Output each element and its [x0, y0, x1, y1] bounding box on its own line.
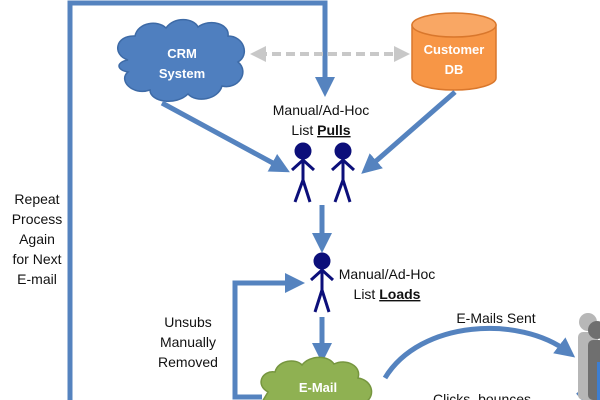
crm-label-line1: CRM: [167, 46, 197, 61]
svg-text:Process: Process: [12, 211, 63, 227]
pulls-label-line1: Manual/Ad-Hoc: [273, 102, 370, 118]
svg-text:E-mail: E-mail: [17, 271, 57, 287]
unsubs-feedback-arrow: [232, 273, 305, 400]
person-icon: [309, 252, 335, 313]
loads-label-line2: List Loads: [354, 286, 421, 302]
audience-group-icon: [578, 313, 600, 400]
emails-sent-label: E-Mails Sent: [456, 310, 535, 326]
db-label-line1: Customer: [424, 42, 485, 57]
svg-text:Repeat: Repeat: [14, 191, 59, 207]
svg-text:for Next: for Next: [12, 251, 61, 267]
svg-text:Removed: Removed: [158, 354, 218, 370]
db-label-line2: DB: [445, 62, 464, 77]
loads-label-line1: Manual/Ad-Hoc: [339, 266, 436, 282]
customer-db-cylinder: Customer DB: [411, 12, 497, 91]
svg-text:Unsubs: Unsubs: [164, 314, 211, 330]
repeat-process-label: Repeat Process Again for Next E-mail: [12, 191, 63, 287]
unsubs-label: Unsubs Manually Removed: [158, 314, 218, 370]
clicks-bounces-label: Clicks, bounces: [433, 391, 531, 400]
svg-text:Again: Again: [19, 231, 55, 247]
svg-text:Manually: Manually: [160, 334, 216, 350]
crm-cloud: CRM System: [117, 18, 246, 102]
email-label: E-Mail: [299, 380, 337, 395]
person-icon: [290, 142, 316, 203]
person-icon: [330, 142, 356, 203]
emails-sent-arrow: [382, 325, 576, 380]
pulls-label-line2: List Pulls: [291, 122, 350, 138]
crm-label-line2: System: [159, 66, 205, 81]
crm-to-pull-arrow: [160, 100, 290, 173]
email-cloud: E-Mail: [260, 356, 373, 400]
repeat-loop-arrow: [67, 0, 335, 400]
db-to-pull-arrow: [361, 90, 457, 174]
